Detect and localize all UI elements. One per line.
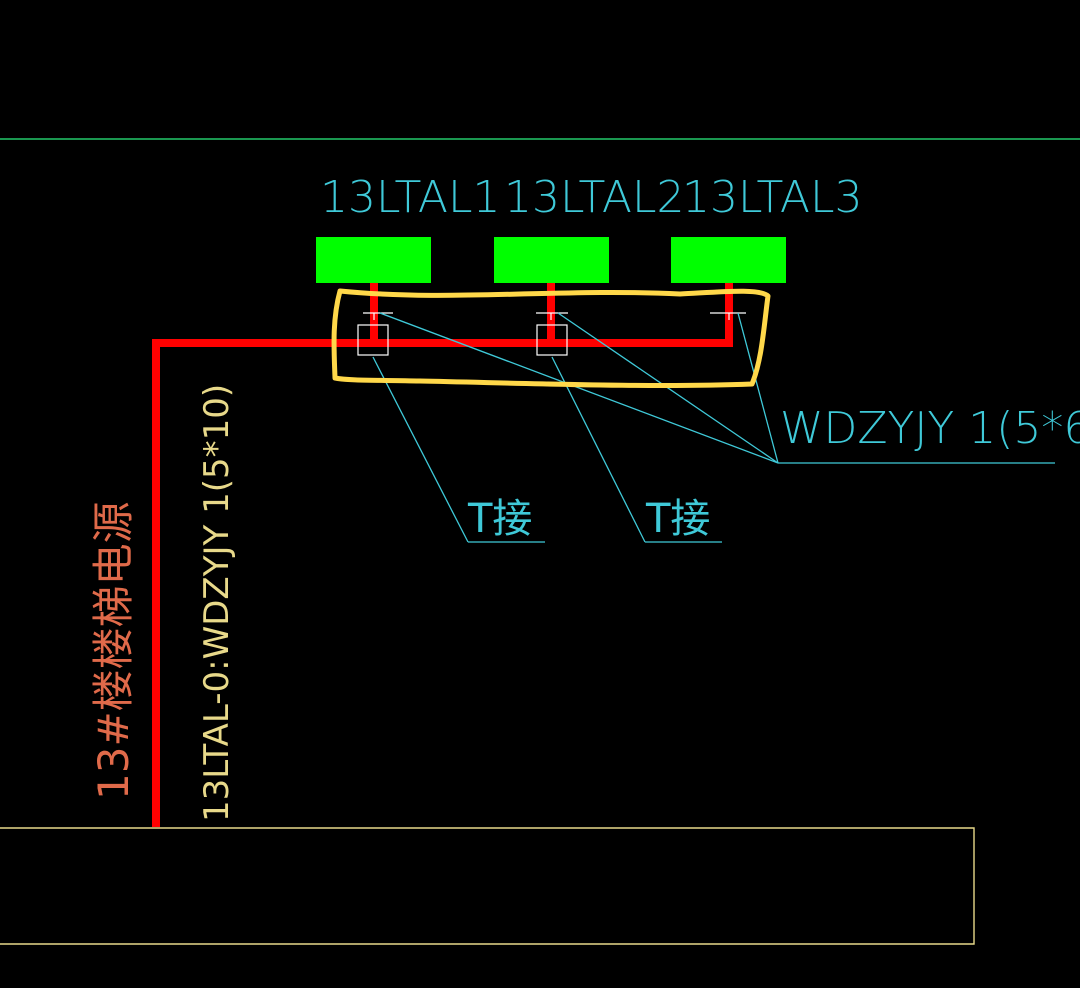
panel-label-1: 13LTAL1	[320, 172, 501, 223]
panel-box-1[interactable]	[316, 237, 431, 283]
source-label-vertical: 13#楼楼梯电源	[89, 501, 138, 800]
tee-junction-marker-2	[536, 324, 568, 356]
bottom-outline-box	[0, 827, 975, 945]
leader-lines	[372, 312, 1055, 543]
tee-label-right: T接	[645, 496, 710, 542]
tee-label-left: T接	[467, 496, 532, 542]
panel-box-3[interactable]	[671, 237, 786, 283]
feeder-cable-label-vertical: 13LTAL-0:WDZYJY 1(5*10)	[197, 384, 237, 822]
highlight-annotation-loop	[331, 288, 771, 389]
cable-tick-marks	[363, 312, 746, 320]
panel-box-2[interactable]	[494, 237, 609, 283]
panel-label-3: 13LTAL3	[682, 172, 863, 223]
tee-junction-marker-1	[357, 324, 389, 356]
panel-label-2: 13LTAL2	[504, 172, 685, 223]
branch-cable-label: WDZYJY 1(5*6)	[780, 403, 1080, 454]
cable-network	[152, 283, 733, 827]
